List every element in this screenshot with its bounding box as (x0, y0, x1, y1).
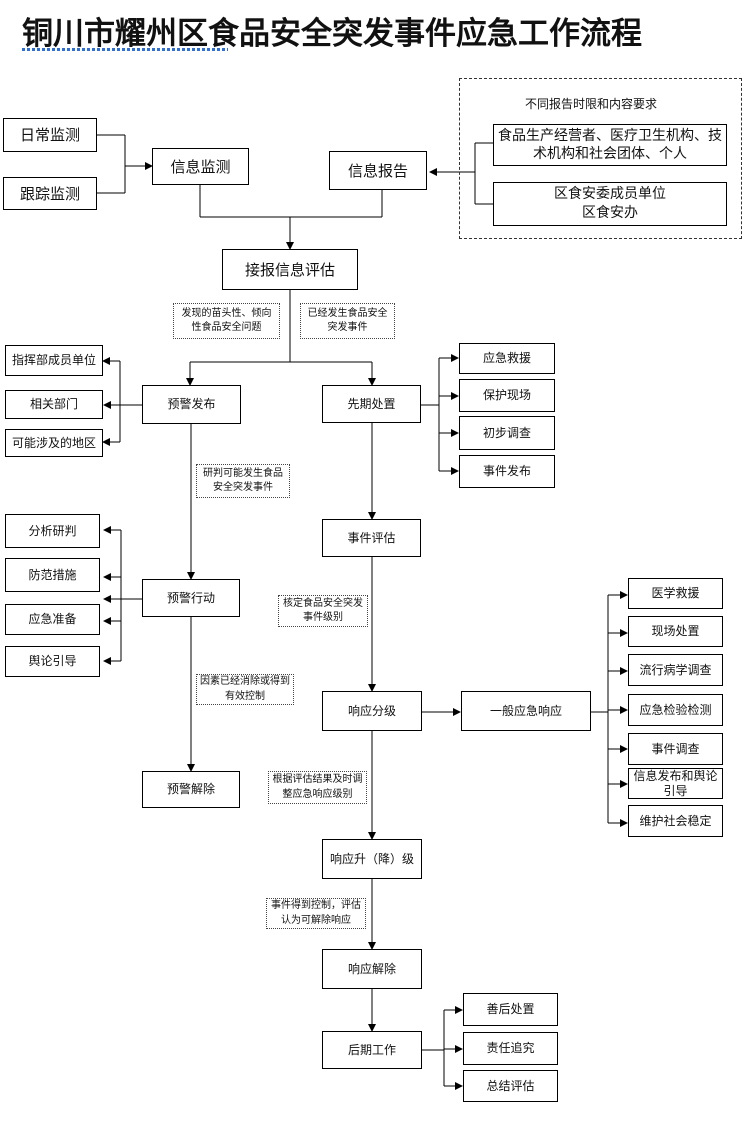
action-item-box: 分析研判 (5, 514, 100, 548)
action-item-box: 舆论引导 (5, 646, 100, 677)
initial-item-box: 保护现场 (459, 379, 555, 412)
general-item-box: 事件调查 (628, 733, 723, 765)
after-work-box: 后期工作 (322, 1031, 422, 1069)
initial-handling-box: 先期处置 (322, 385, 421, 423)
page-title: 铜川市耀州区食品安全突发事件应急工作流程 (22, 16, 642, 52)
note-tendency: 发现的苗头性、倾向性食品安全问题 (173, 303, 280, 339)
initial-item-box: 初步调查 (459, 416, 555, 450)
general-item-box: 信息发布和舆论引导 (628, 768, 723, 799)
initial-item-box: 事件发布 (459, 455, 555, 488)
general-item-box: 应急检验检测 (628, 694, 723, 726)
note-controlled: 事件得到控制，评估认为可解除响应 (266, 898, 366, 929)
general-item-box: 维护社会稳定 (628, 805, 723, 837)
report-requirements-area (459, 78, 742, 239)
track-monitor-box: 跟踪监测 (3, 177, 97, 210)
target-box: 可能涉及的地区 (5, 429, 103, 457)
reporters-box-1: 食品生产经营者、医疗卫生机构、技术机构和社会团体、个人 (493, 124, 727, 166)
info-monitor-box: 信息监测 (152, 148, 249, 185)
general-item-box: 医学救援 (628, 578, 723, 609)
note-occurred: 已经发生食品安全突发事件 (300, 303, 395, 339)
event-assess-box: 事件评估 (322, 519, 421, 557)
note-judge: 研判可能发生食品安全突发事件 (196, 464, 290, 498)
level-change-box: 响应升（降）级 (322, 839, 422, 879)
reporters-2-line1: 区食安委成员单位 (554, 186, 666, 203)
note-eliminated: 因素已经消除或得到有效控制 (196, 674, 294, 705)
response-lift-box: 响应解除 (322, 949, 422, 989)
action-item-box: 应急准备 (5, 604, 100, 635)
general-response-box: 一般应急响应 (461, 691, 591, 731)
general-item-box: 现场处置 (628, 616, 723, 647)
after-item-box: 善后处置 (463, 993, 558, 1026)
warning-action-box: 预警行动 (142, 579, 240, 617)
action-item-box: 防范措施 (5, 558, 100, 592)
warning-release-box: 预警发布 (142, 385, 241, 424)
reporters-box-2: 区食安委成员单位 区食安办 (493, 182, 727, 226)
general-item-box: 流行病学调查 (628, 654, 723, 686)
warning-lift-box: 预警解除 (142, 771, 240, 808)
daily-monitor-box: 日常监测 (3, 118, 97, 152)
target-box: 指挥部成员单位 (5, 345, 103, 376)
note-determine: 核定食品安全突发事件级别 (278, 595, 368, 627)
spellcheck-underline (22, 48, 228, 51)
initial-item-box: 应急救援 (459, 343, 555, 374)
reporters-2-line2: 区食安办 (582, 205, 638, 221)
target-box: 相关部门 (5, 390, 103, 419)
grading-box: 响应分级 (322, 691, 422, 731)
after-item-box: 总结评估 (463, 1070, 558, 1102)
report-requirements-title: 不同报告时限和内容要求 (525, 97, 658, 111)
assess-box: 接报信息评估 (222, 249, 358, 290)
after-item-box: 责任追究 (463, 1032, 558, 1065)
info-report-box: 信息报告 (329, 151, 427, 190)
note-adjust: 根据评估结果及时调整应急响应级别 (268, 771, 367, 804)
